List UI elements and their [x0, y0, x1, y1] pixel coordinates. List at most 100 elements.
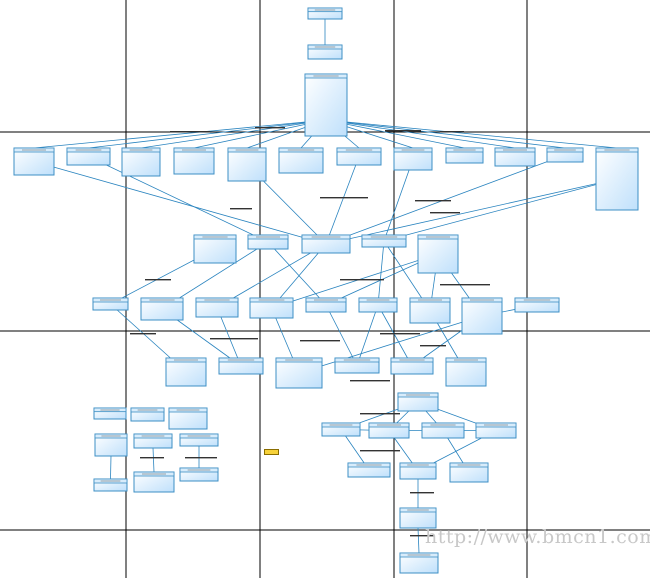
class-box-top1[interactable] — [307, 7, 343, 20]
class-box-n6[interactable] — [358, 297, 398, 313]
association-line-11[interactable] — [325, 119, 566, 149]
association-line-36[interactable] — [325, 304, 358, 366]
class-box-n1[interactable] — [92, 297, 129, 311]
class-box-n5[interactable] — [305, 297, 347, 313]
role-label-5 — [320, 197, 368, 199]
association-line-30[interactable] — [271, 243, 327, 309]
class-boxes — [13, 7, 639, 574]
association-line-26[interactable] — [377, 240, 385, 306]
association-line-9[interactable] — [325, 119, 465, 149]
association-line-24[interactable] — [271, 253, 439, 309]
class-box-r1g[interactable] — [336, 147, 382, 166]
class-box-s2[interactable] — [130, 407, 165, 422]
association-line-10[interactable] — [325, 119, 516, 149]
class-box-r1e[interactable] — [227, 147, 267, 182]
association-line-17[interactable] — [325, 178, 618, 245]
role-label-1 — [255, 127, 285, 129]
class-box-r1b[interactable] — [66, 147, 111, 166]
association-line-42[interactable] — [356, 304, 379, 366]
class-box-r1a[interactable] — [13, 147, 55, 176]
class-box-n2[interactable] — [140, 297, 184, 321]
class-box-s9[interactable] — [179, 467, 219, 482]
class-body — [193, 234, 237, 264]
note-marker[interactable] — [264, 449, 279, 455]
class-box-m3[interactable] — [301, 234, 351, 254]
class-box-s5[interactable] — [133, 433, 173, 449]
class-box-m1[interactable] — [193, 234, 237, 264]
class-box-s8[interactable] — [133, 471, 175, 493]
association-line-3[interactable] — [140, 119, 327, 149]
class-box-r1f[interactable] — [278, 147, 324, 174]
class-box-q1[interactable] — [397, 392, 439, 412]
class-box-r1c[interactable] — [121, 147, 161, 177]
class-box-m4[interactable] — [361, 234, 407, 248]
class-box-s3[interactable] — [168, 407, 208, 430]
class-box-r1big[interactable] — [595, 147, 639, 211]
class-box-n4[interactable] — [249, 297, 294, 319]
association-line-43[interactable] — [110, 455, 112, 480]
class-box-m5[interactable] — [417, 234, 459, 274]
role-label-15 — [420, 345, 446, 347]
class-box-r1j[interactable] — [494, 147, 536, 167]
watermark-text: http://www.bmcn1.com — [425, 526, 650, 548]
association-line-4[interactable] — [193, 119, 327, 149]
class-box-q3[interactable] — [368, 422, 410, 439]
role-label-6 — [415, 200, 451, 202]
class-box-s7[interactable] — [93, 478, 128, 492]
class-box-n3[interactable] — [195, 297, 239, 318]
class-box-q4[interactable] — [421, 422, 465, 439]
class-box-n8[interactable] — [461, 297, 503, 335]
class-body — [13, 147, 55, 176]
class-box-p5[interactable] — [390, 357, 434, 375]
class-box-q2[interactable] — [321, 422, 361, 437]
class-box-top2[interactable] — [307, 44, 343, 60]
class-box-q8[interactable] — [449, 462, 489, 483]
class-box-s4[interactable] — [94, 433, 128, 457]
class-box-p4[interactable] — [334, 357, 380, 374]
association-line-58[interactable] — [417, 527, 420, 554]
class-box-s6[interactable] — [179, 433, 219, 447]
association-line-20[interactable] — [383, 158, 414, 242]
association-line-29[interactable] — [267, 241, 327, 306]
class-box-p6[interactable] — [445, 357, 487, 387]
class-box-r1k[interactable] — [546, 147, 584, 163]
association-line-19[interactable] — [325, 156, 360, 245]
association-labels — [130, 127, 490, 537]
role-label-2 — [385, 130, 421, 132]
association-line-1[interactable] — [33, 119, 327, 149]
class-box-p2[interactable] — [218, 357, 264, 375]
class-box-n7[interactable] — [409, 297, 451, 324]
class-box-s1[interactable] — [93, 407, 127, 420]
association-line-12[interactable] — [325, 119, 618, 149]
class-box-r1h[interactable] — [393, 147, 433, 171]
class-body — [165, 357, 207, 387]
class-box-m2[interactable] — [247, 234, 289, 250]
class-box-t1[interactable] — [399, 507, 437, 529]
association-line-37[interactable] — [377, 304, 413, 367]
class-box-q7[interactable] — [399, 462, 437, 480]
association-line-16[interactable] — [383, 178, 618, 242]
association-line-14[interactable] — [88, 156, 269, 243]
class-box-r1i[interactable] — [445, 147, 484, 164]
role-label-11 — [130, 333, 156, 335]
role-label-22 — [185, 457, 217, 459]
class-box-p3[interactable] — [275, 357, 323, 389]
class-box-q6[interactable] — [347, 462, 391, 478]
class-body — [417, 234, 459, 274]
class-box-q5[interactable] — [475, 422, 517, 439]
association-line-13[interactable] — [33, 161, 327, 245]
association-line-39[interactable] — [298, 315, 483, 374]
association-line-2[interactable] — [88, 119, 327, 149]
class-body — [121, 147, 161, 177]
association-line-44[interactable] — [152, 447, 155, 473]
association-line-15[interactable] — [325, 154, 566, 245]
class-box-n9[interactable] — [514, 297, 560, 313]
class-box-t2[interactable] — [399, 552, 439, 574]
association-line-23[interactable] — [216, 243, 327, 308]
class-box-r1d[interactable] — [173, 147, 215, 175]
class-body — [445, 357, 487, 387]
class-box-p1[interactable] — [165, 357, 207, 387]
role-label-4 — [230, 208, 252, 210]
role-label-3 — [440, 131, 464, 133]
class-box-core[interactable] — [304, 73, 348, 137]
